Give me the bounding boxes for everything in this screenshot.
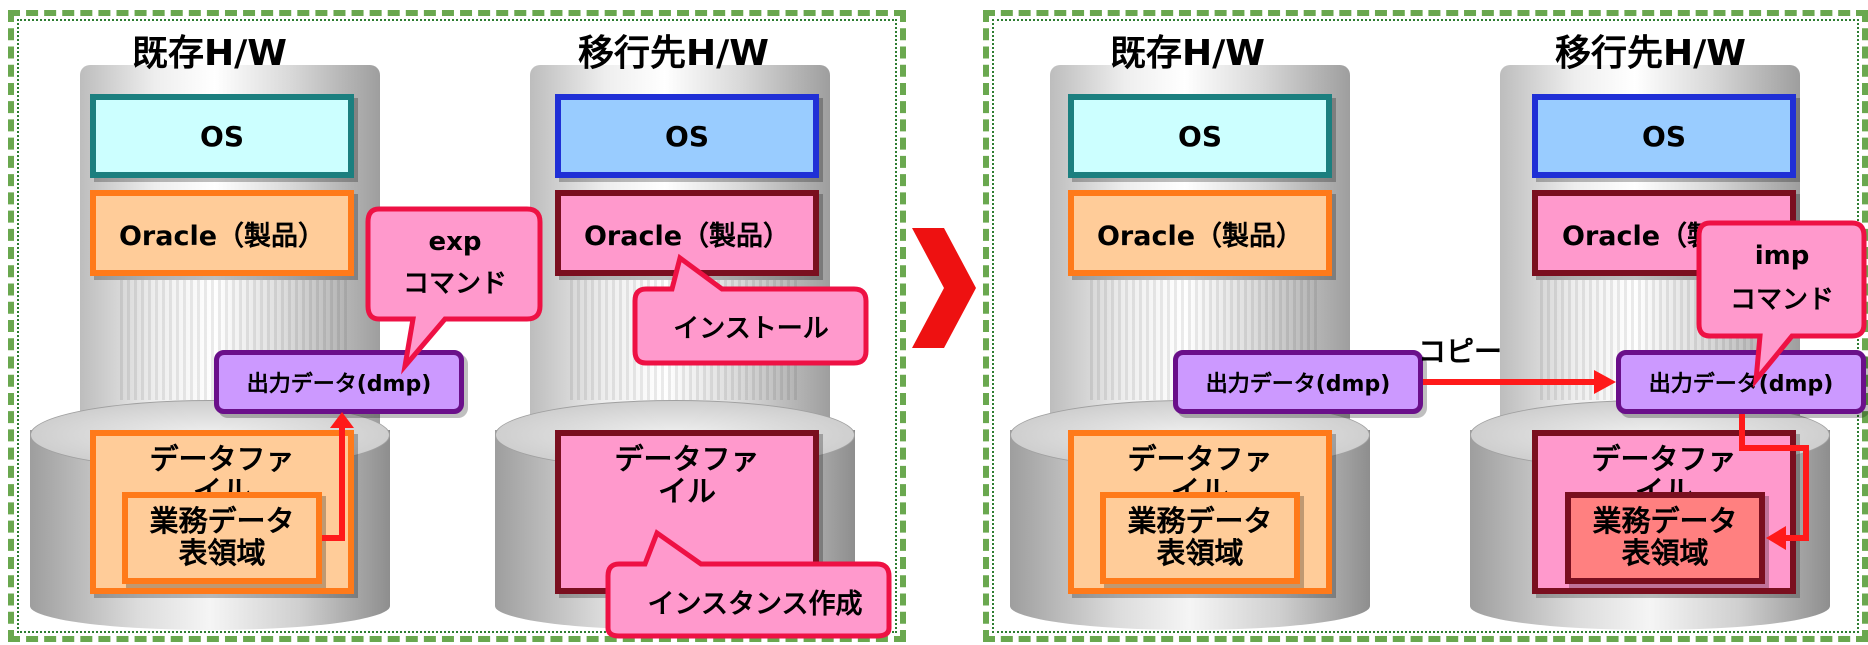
tablespace-label-line1: 業務データ [1127,504,1273,539]
exp-callout-text: exp コマンド [370,215,540,311]
imp-command-label: コマンド [1729,284,1834,315]
instance-callout-shape [605,529,892,639]
imp-callout-text: imp コマンド [1700,228,1864,328]
left-old-oracle-box: Oracle（製品） [90,190,354,276]
left-old-output-box: 出力データ(dmp) [214,350,464,414]
transition-arrow [912,228,976,348]
left-old-os-box: OS [90,94,354,178]
exp-command-name: exp [428,226,482,257]
left-old-tablespace-box: 業務データ 表領域 [122,492,322,584]
tablespace-label-line2: 表領域 [178,536,266,570]
right-old-oracle-box: Oracle（製品） [1068,190,1332,276]
left-panel-inner-border [17,19,897,633]
imp-command-name: imp [1754,240,1810,271]
right-new-output-box: 出力データ(dmp) [1616,350,1866,414]
right-new-os-box: OS [1532,94,1796,178]
left-new-oracle-box: Oracle（製品） [555,190,819,276]
install-callout-text: インストール [673,313,829,344]
left-new-hw-title: 移行先H/W [578,33,769,74]
right-old-output-box: 出力データ(dmp) [1173,350,1423,414]
instance-callout-text: インスタンス作成 [647,588,863,620]
right-old-os-box: OS [1068,94,1332,178]
copy-label: コピー [1418,335,1503,368]
right-old-hw-title: 既存H/W [1110,33,1265,74]
right-old-tablespace-box: 業務データ 表領域 [1100,492,1300,584]
right-new-hw-title: 移行先H/W [1555,33,1746,74]
exp-callout-shape [365,206,543,375]
tablespace-label-line2: 表領域 [1156,536,1244,570]
left-old-hw-title: 既存H/W [132,33,287,74]
exp-command-label: コマンド [402,268,507,299]
tablespace-label-line1: 業務データ [149,504,295,539]
tablespace-label-line2: 表領域 [1621,536,1709,570]
left-new-os-box: OS [555,94,819,178]
imp-callout-shape [1696,220,1867,388]
right-new-tablespace-box: 業務データ 表領域 [1565,492,1765,584]
install-callout-shape [632,253,869,366]
tablespace-label-line1: 業務データ [1592,504,1738,539]
